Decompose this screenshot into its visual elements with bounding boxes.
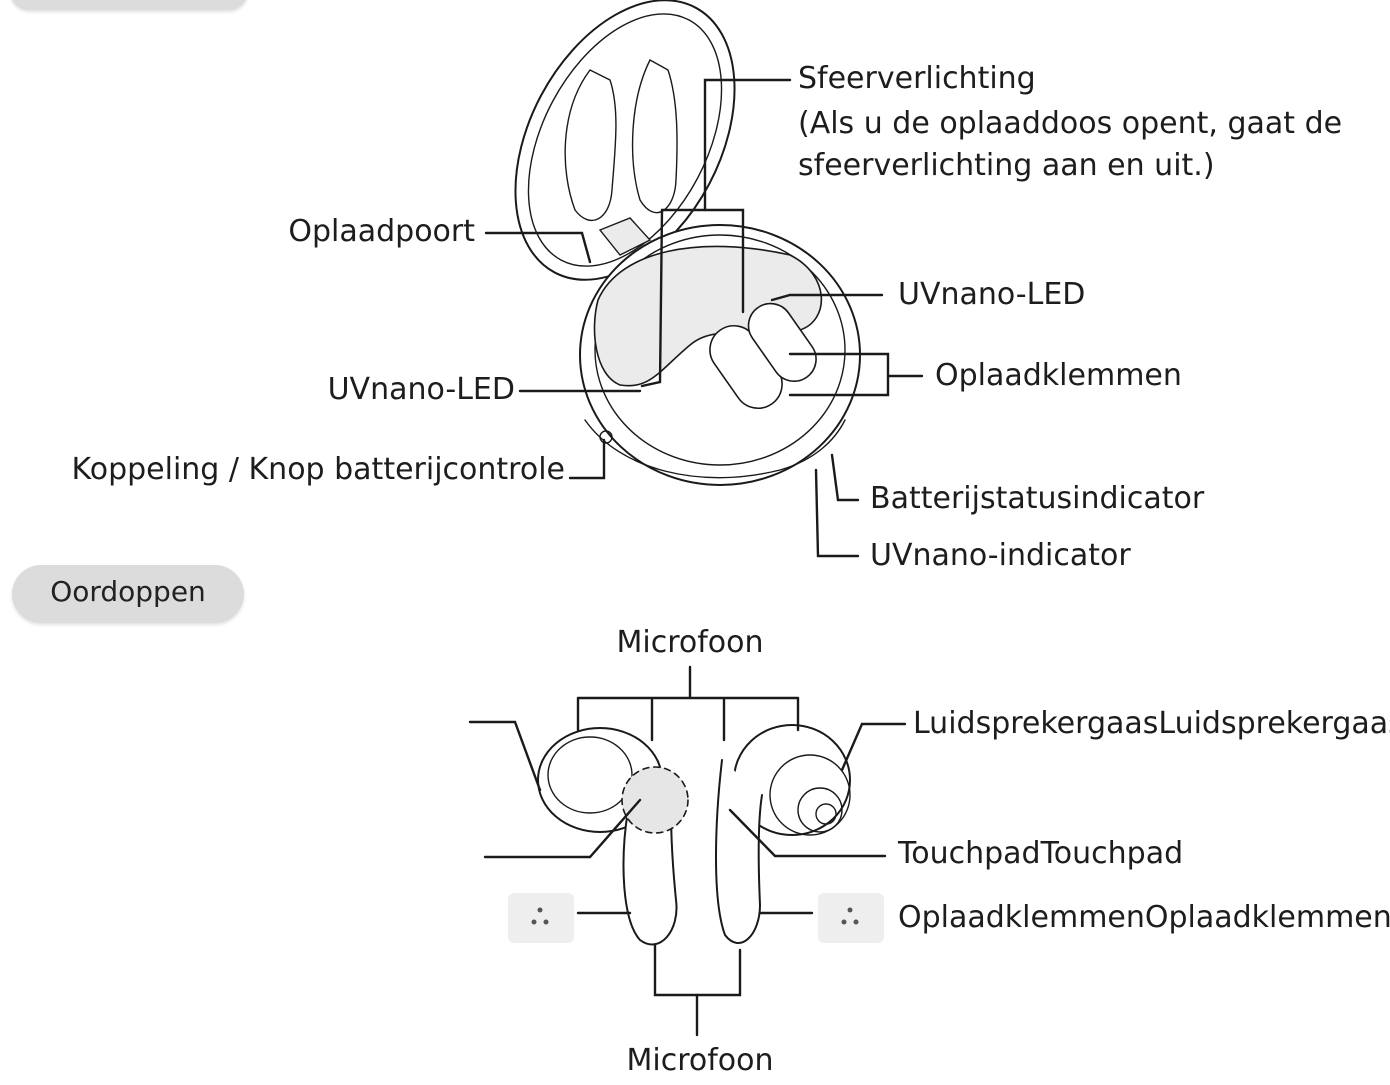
- case-lid: [514, 0, 736, 281]
- earbud-leaders: [468, 665, 907, 1037]
- label-ambient-note-2: sfeerverlichting aan en uit.): [798, 148, 1215, 183]
- label-uvnano-led-right: UVnano-LED: [898, 277, 1086, 312]
- earbuds-illustration: [508, 724, 884, 946]
- label-uvnano-indicator: UVnano-indicator: [870, 538, 1131, 573]
- earbuds-section-pill: Oordoppen: [12, 565, 244, 623]
- label-ambient-note-1: (Als u de oplaaddoos opent, gaat de: [798, 106, 1343, 141]
- label-mic-bottom: Microfoon: [626, 1043, 774, 1078]
- label-earbud-charging-terminals: OplaadklemmenOplaadklemmen: [898, 900, 1390, 935]
- label-touchpad: TouchpadTouchpad: [898, 836, 1184, 871]
- earbuds-section-title: Oordoppen: [50, 575, 206, 608]
- label-uvnano-led-left: UVnano-LED: [327, 372, 515, 407]
- label-ambient-light: Sfeerverlichting: [798, 61, 1036, 96]
- label-battery-indicator: Batterijstatusindicator: [870, 481, 1205, 516]
- case-base: [579, 224, 861, 486]
- label-speaker-mesh: LuidsprekergaasLuidsprekergaas: [913, 706, 1390, 741]
- label-pairing-button: Koppeling / Knop batterijcontrole: [71, 452, 565, 487]
- case-section-pill: [10, 0, 248, 10]
- label-mic-top: Microfoon: [616, 625, 764, 660]
- label-case-charging-terminals: Oplaadklemmen: [935, 358, 1182, 393]
- label-charging-port: Oplaadpoort: [288, 214, 475, 249]
- case-leaders: [484, 78, 924, 558]
